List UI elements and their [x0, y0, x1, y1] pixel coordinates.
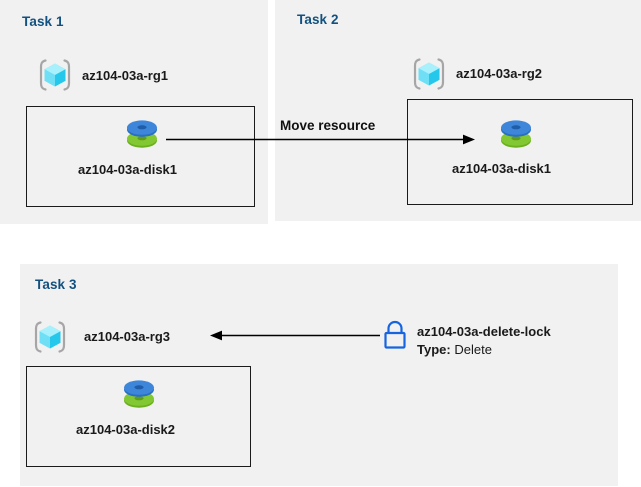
lock-name-label: az104-03a-delete-lock — [417, 324, 551, 339]
lock-type-key: Type: — [417, 342, 451, 357]
resource-label-disk1-task2: az104-03a-disk1 — [452, 161, 552, 176]
move-resource-label: Move resource — [280, 118, 376, 133]
resource-group-label-rg2: az104-03a-rg2 — [456, 66, 542, 81]
resource-group-cube-icon — [36, 56, 74, 94]
resource-group-label-rg3: az104-03a-rg3 — [84, 329, 170, 344]
managed-disk-icon — [494, 112, 538, 156]
managed-disk-icon — [120, 112, 164, 156]
resource-group-cube-icon — [410, 55, 448, 93]
resource-label-disk1-task1: az104-03a-disk1 — [78, 162, 178, 177]
task-title-task1: Task 1 — [22, 14, 64, 29]
move-resource-arrow — [166, 134, 475, 145]
task-title-task2: Task 2 — [297, 12, 339, 27]
padlock-icon — [378, 318, 412, 352]
lock-type-value: Delete — [454, 342, 492, 357]
lock-target-arrow — [210, 330, 380, 341]
resource-label-disk2-task3: az104-03a-disk2 — [76, 422, 176, 437]
managed-disk-icon — [117, 372, 161, 416]
resource-box-task2 — [407, 99, 633, 205]
lock-type-row: Type: Delete — [417, 342, 492, 357]
task-title-task3: Task 3 — [35, 277, 77, 292]
resource-group-label-rg1: az104-03a-rg1 — [82, 68, 168, 83]
resource-group-cube-icon — [31, 318, 69, 356]
